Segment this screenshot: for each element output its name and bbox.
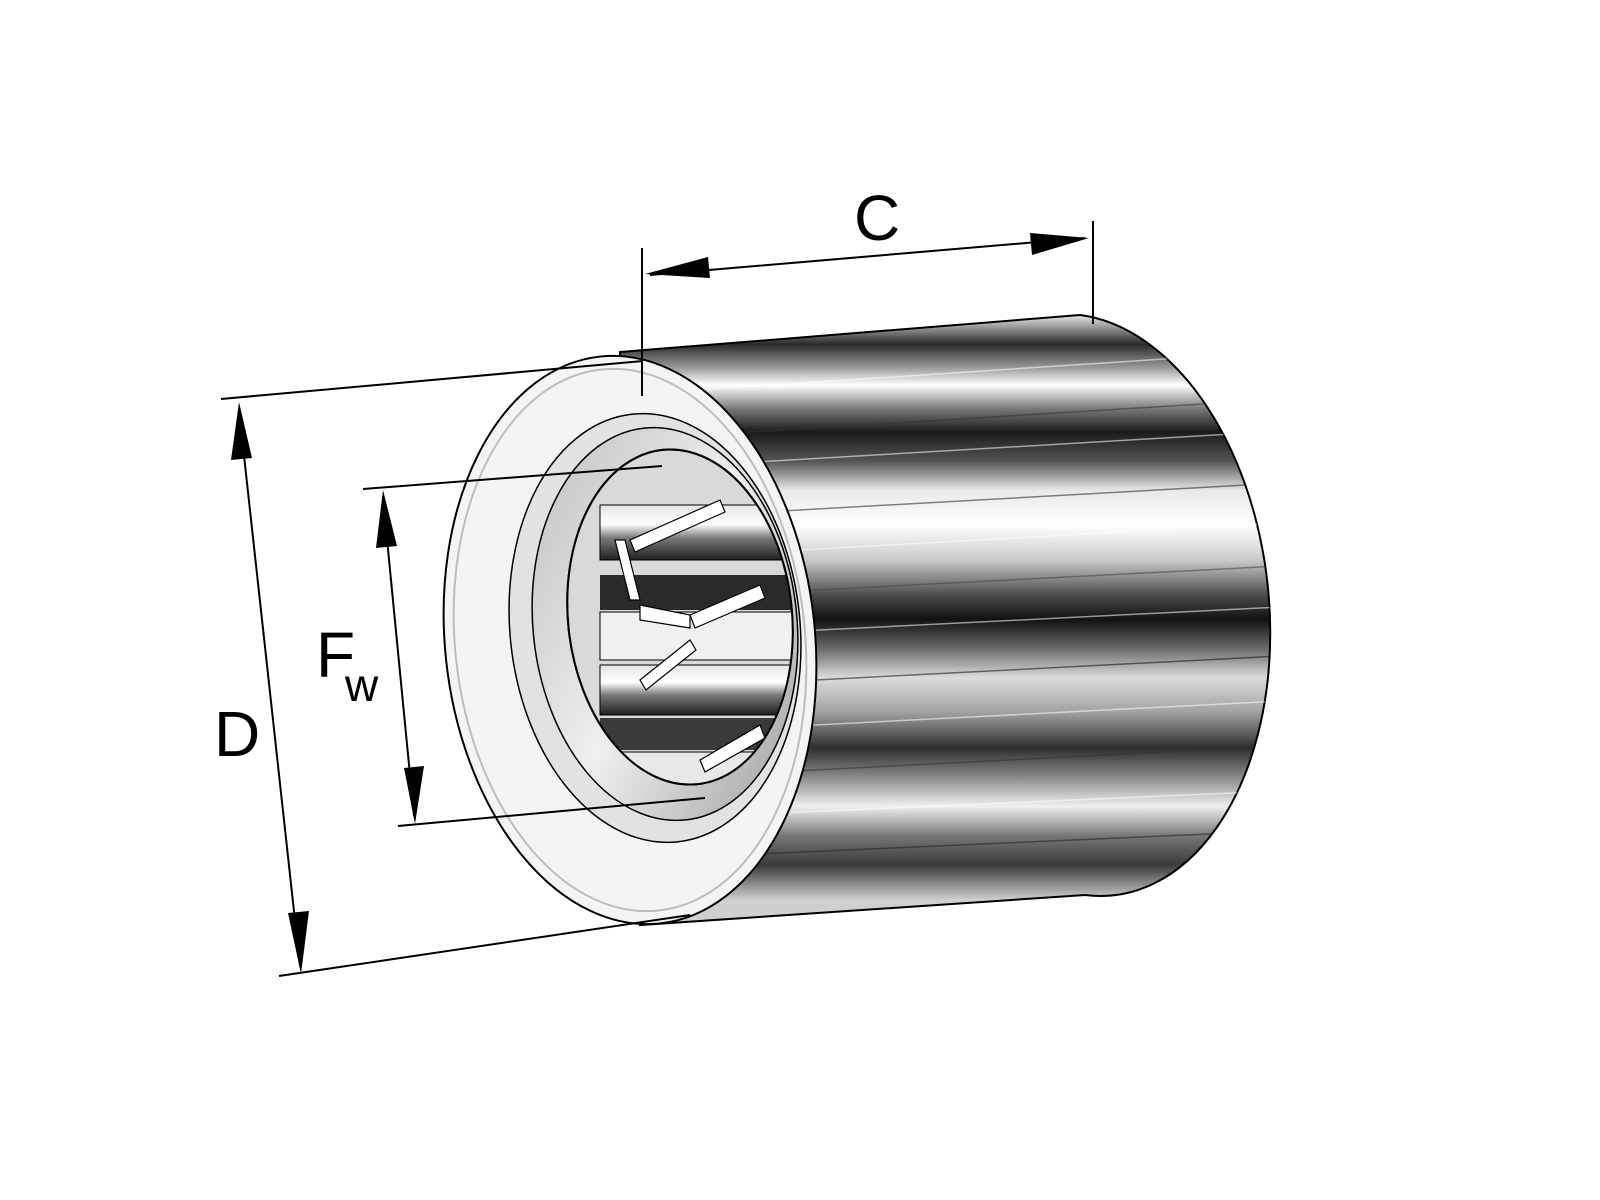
d-dimension-line	[238, 409, 301, 967]
fw-dimension-line	[382, 497, 415, 817]
fw-arrow-bottom	[404, 766, 424, 824]
fw-extension-top	[362, 465, 663, 490]
c-dimension-line	[649, 237, 1086, 276]
d-extension-bottom	[278, 914, 691, 977]
d-extension-top	[220, 360, 644, 400]
dimension-label-c: C	[854, 182, 900, 254]
dimension-label-fw: F	[316, 619, 355, 691]
d-arrow-bottom	[288, 911, 309, 974]
c-arrow-right	[1030, 233, 1089, 255]
c-arrow-left	[645, 257, 710, 278]
fw-arrow-top	[376, 490, 397, 548]
dimension-arrowheads	[231, 233, 1089, 974]
dimension-label-d: D	[214, 698, 260, 770]
dimension-label-fw-subscript: w	[344, 659, 379, 711]
dimension-lines	[220, 221, 1094, 977]
d-arrow-top	[231, 402, 252, 460]
fw-extension-bottom	[397, 797, 706, 827]
